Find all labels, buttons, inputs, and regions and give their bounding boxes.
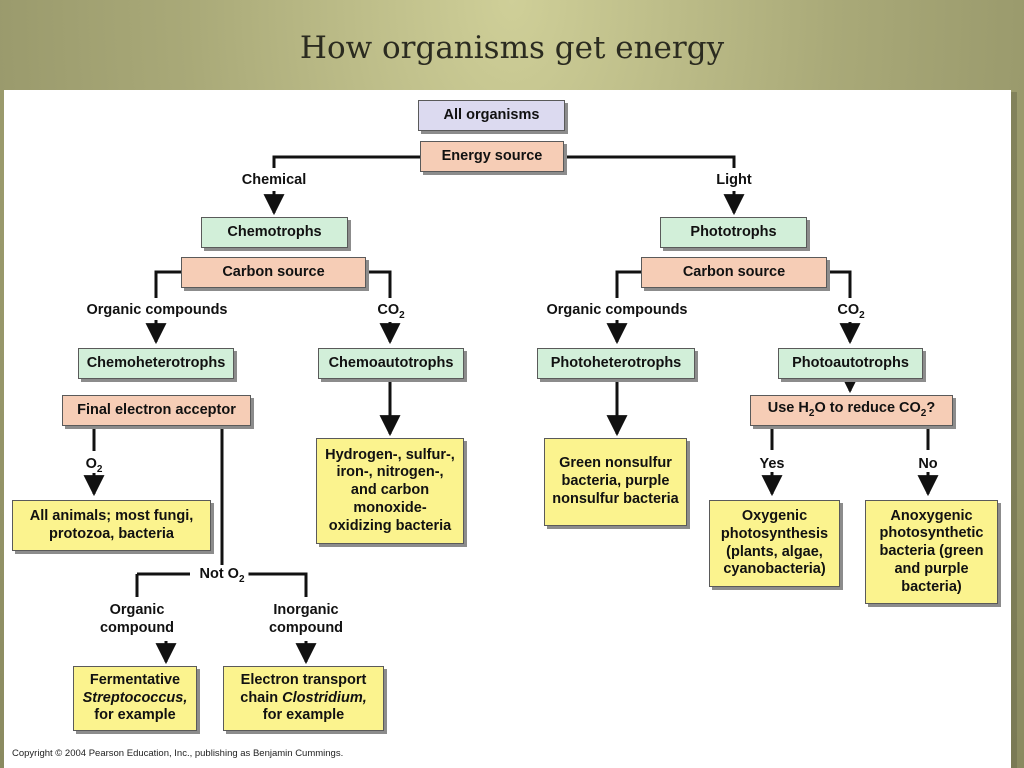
node-electron-transport-line3: for example <box>262 707 345 724</box>
node-chemoautotroph-examples: Hydrogen-, sulfur-, iron-, nitrogen-, an… <box>316 438 464 544</box>
node-phototrophs: Phototrophs <box>660 217 807 248</box>
node-photoautotrophs-text: Photoautotrophs <box>792 354 909 371</box>
node-use-h2o-question: Use H2O to reduce CO2? <box>750 395 953 426</box>
edge-noto2-right <box>253 572 308 597</box>
node-carbon-source-photo: Carbon source <box>641 257 827 288</box>
node-anoxygenic-text: Anoxygenic photosynthetic bacteria (gree… <box>879 507 984 595</box>
node-electron-transport-line2: chain Clostridium, <box>240 689 367 706</box>
node-electron-transport-line1: Electron transport <box>240 671 367 688</box>
node-photoautotrophs: Photoautotrophs <box>778 348 923 379</box>
node-aerobic-examples-text: All animals; most fungi, protozoa, bacte… <box>29 507 194 542</box>
node-all-organisms-text: All organisms <box>443 106 540 123</box>
slide-title: How organisms get energy <box>299 30 725 66</box>
label-yes: Yes <box>759 456 785 472</box>
node-energy-source: Energy source <box>420 141 564 172</box>
label-light: Light <box>716 172 752 188</box>
node-use-h2o-question-text: Use H2O to reduce CO2? <box>767 400 936 420</box>
edge-photo-co2 <box>827 270 852 298</box>
node-carbon-source-photo-text: Carbon source <box>682 263 786 280</box>
node-fermentative-line3: for example <box>94 707 176 724</box>
node-fermentative: Fermentative Streptococcus, for example <box>73 666 197 731</box>
node-all-organisms: All organisms <box>418 100 565 131</box>
node-chemoautotrophs: Chemoautotrophs <box>318 348 464 379</box>
node-final-electron-acceptor: Final electron acceptor <box>62 395 251 426</box>
node-chemotrophs-text: Chemotrophs <box>227 223 322 240</box>
panel-shadow <box>1011 92 1017 768</box>
node-carbon-source-chemo: Carbon source <box>181 257 366 288</box>
label-inorganic-compound: Inorganic compound <box>268 602 344 637</box>
node-photoheterotroph-examples: Green nonsulfur bacteria, purple nonsulf… <box>544 438 687 526</box>
node-anoxygenic: Anoxygenic photosynthetic bacteria (gree… <box>865 500 998 604</box>
node-chemoautotrophs-text: Chemoautotrophs <box>328 354 454 371</box>
node-carbon-source-chemo-text: Carbon source <box>222 263 325 280</box>
label-organic-compounds-chemo: Organic compounds <box>86 302 228 318</box>
node-electron-transport: Electron transport chain Clostridium, fo… <box>223 666 384 731</box>
node-phototrophs-text: Phototrophs <box>690 223 777 240</box>
node-chemotrophs: Chemotrophs <box>201 217 348 248</box>
label-co2-photo: CO2 <box>837 302 865 321</box>
node-fermentative-line2: Streptococcus, <box>82 689 188 706</box>
node-photoheterotroph-examples-text: Green nonsulfur bacteria, purple nonsulf… <box>552 455 679 507</box>
node-photoheterotrophs-text: Photoheterotrophs <box>550 354 682 371</box>
label-no: No <box>918 456 938 472</box>
label-not-o2: Not O2 <box>195 565 249 587</box>
node-oxygenic: Oxygenic photosynthesis (plants, algae, … <box>709 500 840 587</box>
label-co2-chemo: CO2 <box>377 302 405 321</box>
node-aerobic-examples: All animals; most fungi, protozoa, bacte… <box>12 500 211 551</box>
label-chemical: Chemical <box>241 172 307 188</box>
node-chemoheterotrophs: Chemoheterotrophs <box>78 348 234 379</box>
edge-chemo-organic <box>154 270 181 298</box>
edge-energy-light <box>564 155 736 168</box>
node-oxygenic-text: Oxygenic photosynthesis (plants, algae, … <box>720 508 829 578</box>
label-organic-compound: Organic compound <box>99 602 175 637</box>
label-organic-compounds-photo: Organic compounds <box>546 302 688 318</box>
node-energy-source-text: Energy source <box>441 147 543 164</box>
label-o2: O2 <box>85 456 103 475</box>
node-photoheterotrophs: Photoheterotrophs <box>537 348 695 379</box>
edge-energy-chemical <box>272 155 420 168</box>
node-fermentative-line1: Fermentative <box>89 671 181 688</box>
copyright-notice: Copyright © 2004 Pearson Education, Inc.… <box>12 748 344 759</box>
node-chemoautotroph-examples-text: Hydrogen-, sulfur-, iron-, nitrogen-, an… <box>325 446 455 534</box>
edge-chemo-co2 <box>366 270 392 298</box>
node-final-electron-acceptor-text: Final electron acceptor <box>77 401 236 418</box>
edge-photo-organic <box>615 270 641 298</box>
node-chemoheterotrophs-text: Chemoheterotrophs <box>86 354 226 371</box>
edge-fea-noto2 <box>220 425 253 576</box>
